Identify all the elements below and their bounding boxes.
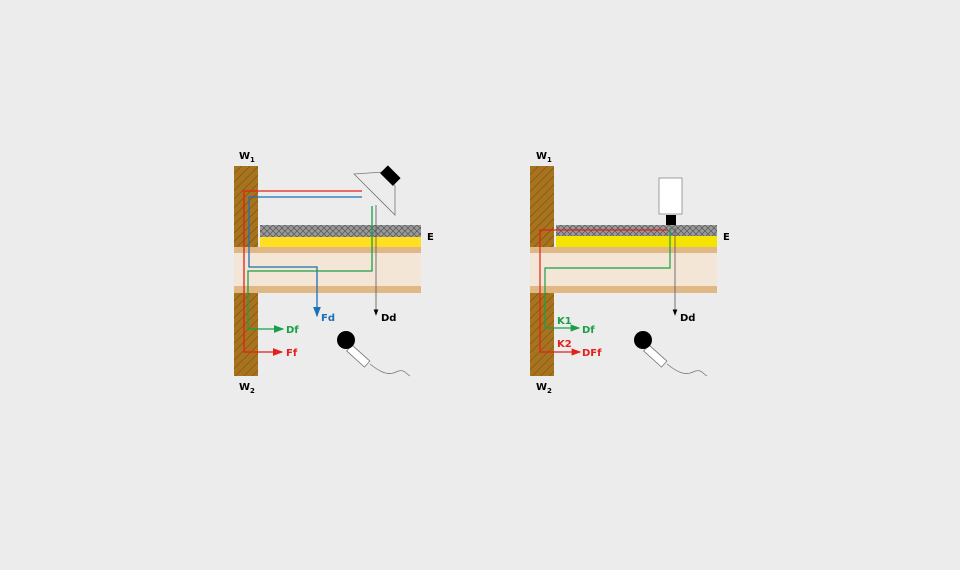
floor-covering	[260, 225, 421, 237]
label-dd: Dd	[381, 313, 396, 324]
label-k1: K1	[557, 316, 572, 327]
path-df-green	[544, 228, 671, 332]
slab-core	[530, 253, 717, 286]
label-ff: Ff	[286, 348, 298, 359]
upper-wall	[234, 166, 258, 247]
upper-wall	[530, 166, 554, 247]
tapping-machine-icon	[658, 177, 683, 225]
label-k2: K2	[557, 339, 572, 350]
label-df: Df	[582, 325, 595, 336]
label-w2: W2	[239, 382, 255, 395]
lower-wall	[530, 292, 554, 376]
lower-wall	[234, 292, 258, 376]
label-e: E	[427, 232, 434, 243]
label-dff: DFf	[582, 348, 602, 359]
slab-top-board	[234, 247, 421, 253]
label-w1: W1	[536, 151, 552, 164]
insulation-layer	[260, 237, 421, 247]
label-e: E	[723, 232, 730, 243]
label-dd: Dd	[680, 313, 695, 324]
label-df: Df	[286, 325, 299, 336]
label-fd: Fd	[321, 313, 335, 324]
loudspeaker-icon	[353, 165, 401, 216]
microphone-icon	[634, 331, 708, 377]
path-dff-red	[539, 229, 668, 356]
slab-bottom-board	[530, 286, 717, 293]
path-ff-red	[243, 190, 362, 356]
right-diagram: W1 W2 E Dd K1 K2 Df DFf	[530, 151, 730, 395]
slab-top-board	[530, 247, 717, 253]
microphone-icon	[337, 331, 411, 377]
label-w1: W1	[239, 151, 255, 164]
slab-core	[234, 253, 421, 286]
left-diagram: W1 W2 E Fd Dd Df Ff	[234, 151, 434, 395]
insulation-layer	[556, 236, 717, 247]
slab-bottom-board	[234, 286, 421, 293]
path-fd-blue	[248, 196, 362, 318]
label-w2: W2	[536, 382, 552, 395]
path-df-green	[247, 206, 373, 333]
